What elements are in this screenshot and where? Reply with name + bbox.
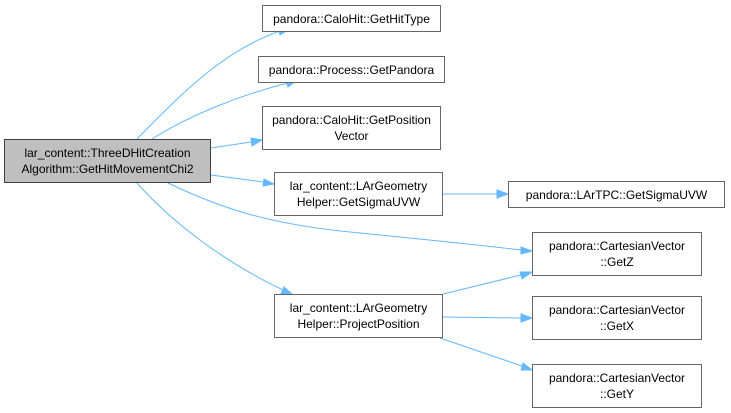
node-get-pandora-label: pandora::Process::GetPandora	[268, 62, 435, 77]
arrowhead-tpcsig	[496, 189, 510, 199]
node-geometry-helper-project-position[interactable]: lar_content::LArGeometry Helper::Project…	[274, 294, 443, 338]
node-root-line-2: Algorithm::GetHitMovementChi2	[21, 162, 194, 176]
node-get-position-vector-line-2: Vector	[334, 129, 369, 143]
arrowhead-proj	[280, 286, 294, 295]
node-get-position-vector[interactable]: pandora::CaloHit::GetPosition Vector	[262, 106, 441, 150]
edge-proj-to-gety	[439, 337, 523, 367]
edge-proj-to-getz	[442, 274, 522, 295]
arrowhead-geosig	[262, 178, 276, 187]
node-get-hit-type-label: pandora::CaloHit::GetHitType	[273, 11, 430, 26]
node-cartesian-vector-get-y-line-2: ::GetY	[599, 387, 634, 401]
node-geometry-helper-get-sigma-uvw-line-2: Helper::GetSigmaUVW	[296, 195, 421, 209]
edge-proj-to-getx	[442, 316, 522, 319]
edge-root-to-geosig	[210, 174, 264, 183]
node-cartesian-vector-get-z-line-1: pandora::CartesianVector	[548, 239, 686, 253]
node-cartesian-vector-get-z-line-2: ::GetZ	[600, 255, 634, 269]
node-cartesian-vector-get-y-line-1: pandora::CartesianVector	[548, 371, 686, 385]
arrowhead-getz-from-root	[520, 246, 534, 255]
arrowhead-getx	[520, 313, 534, 323]
edge-root-to-proj	[136, 182, 284, 291]
node-geometry-helper-project-position-line-1: lar_content::LArGeometry	[289, 301, 428, 315]
edge-root-to-posvec	[210, 141, 252, 149]
edge-root-to-hittype	[136, 30, 281, 140]
node-cartesian-vector-get-z[interactable]: pandora::CartesianVector ::GetZ	[532, 232, 702, 276]
node-cartesian-vector-get-y[interactable]: pandora::CartesianVector ::GetY	[532, 364, 702, 408]
node-geometry-helper-get-sigma-uvw[interactable]: lar_content::LArGeometry Helper::GetSigm…	[274, 172, 443, 216]
arrowhead-posvec	[250, 137, 264, 147]
node-cartesian-vector-get-x-line-2: ::GetX	[599, 319, 634, 333]
node-geometry-helper-get-sigma-uvw-line-1: lar_content::LArGeometry	[289, 179, 428, 193]
arrowhead-getz-from-proj	[519, 271, 534, 280]
node-geometry-helper-project-position-line-2: Helper::ProjectPosition	[297, 317, 420, 331]
node-root-line-1: lar_content::ThreeDHitCreation	[24, 146, 191, 160]
node-get-pandora[interactable]: pandora::Process::GetPandora	[258, 56, 445, 83]
node-cartesian-vector-get-x-line-1: pandora::CartesianVector	[548, 303, 686, 317]
edge-root-to-pandora	[151, 82, 289, 140]
node-cartesian-vector-get-x[interactable]: pandora::CartesianVector ::GetX	[532, 296, 702, 340]
arrowhead-gety	[520, 362, 534, 371]
node-root-get-hit-movement-chi2: lar_content::ThreeDHitCreation Algorithm…	[4, 139, 211, 183]
node-get-hit-type[interactable]: pandora::CaloHit::GetHitType	[262, 5, 441, 32]
node-lartpc-get-sigma-uvw-label: pandora::LArTPC::GetSigmaUVW	[525, 187, 708, 202]
node-get-position-vector-line-1: pandora::CaloHit::GetPosition	[272, 113, 431, 127]
node-lartpc-get-sigma-uvw[interactable]: pandora::LArTPC::GetSigmaUVW	[508, 181, 725, 208]
edge-root-to-getz	[167, 182, 522, 251]
